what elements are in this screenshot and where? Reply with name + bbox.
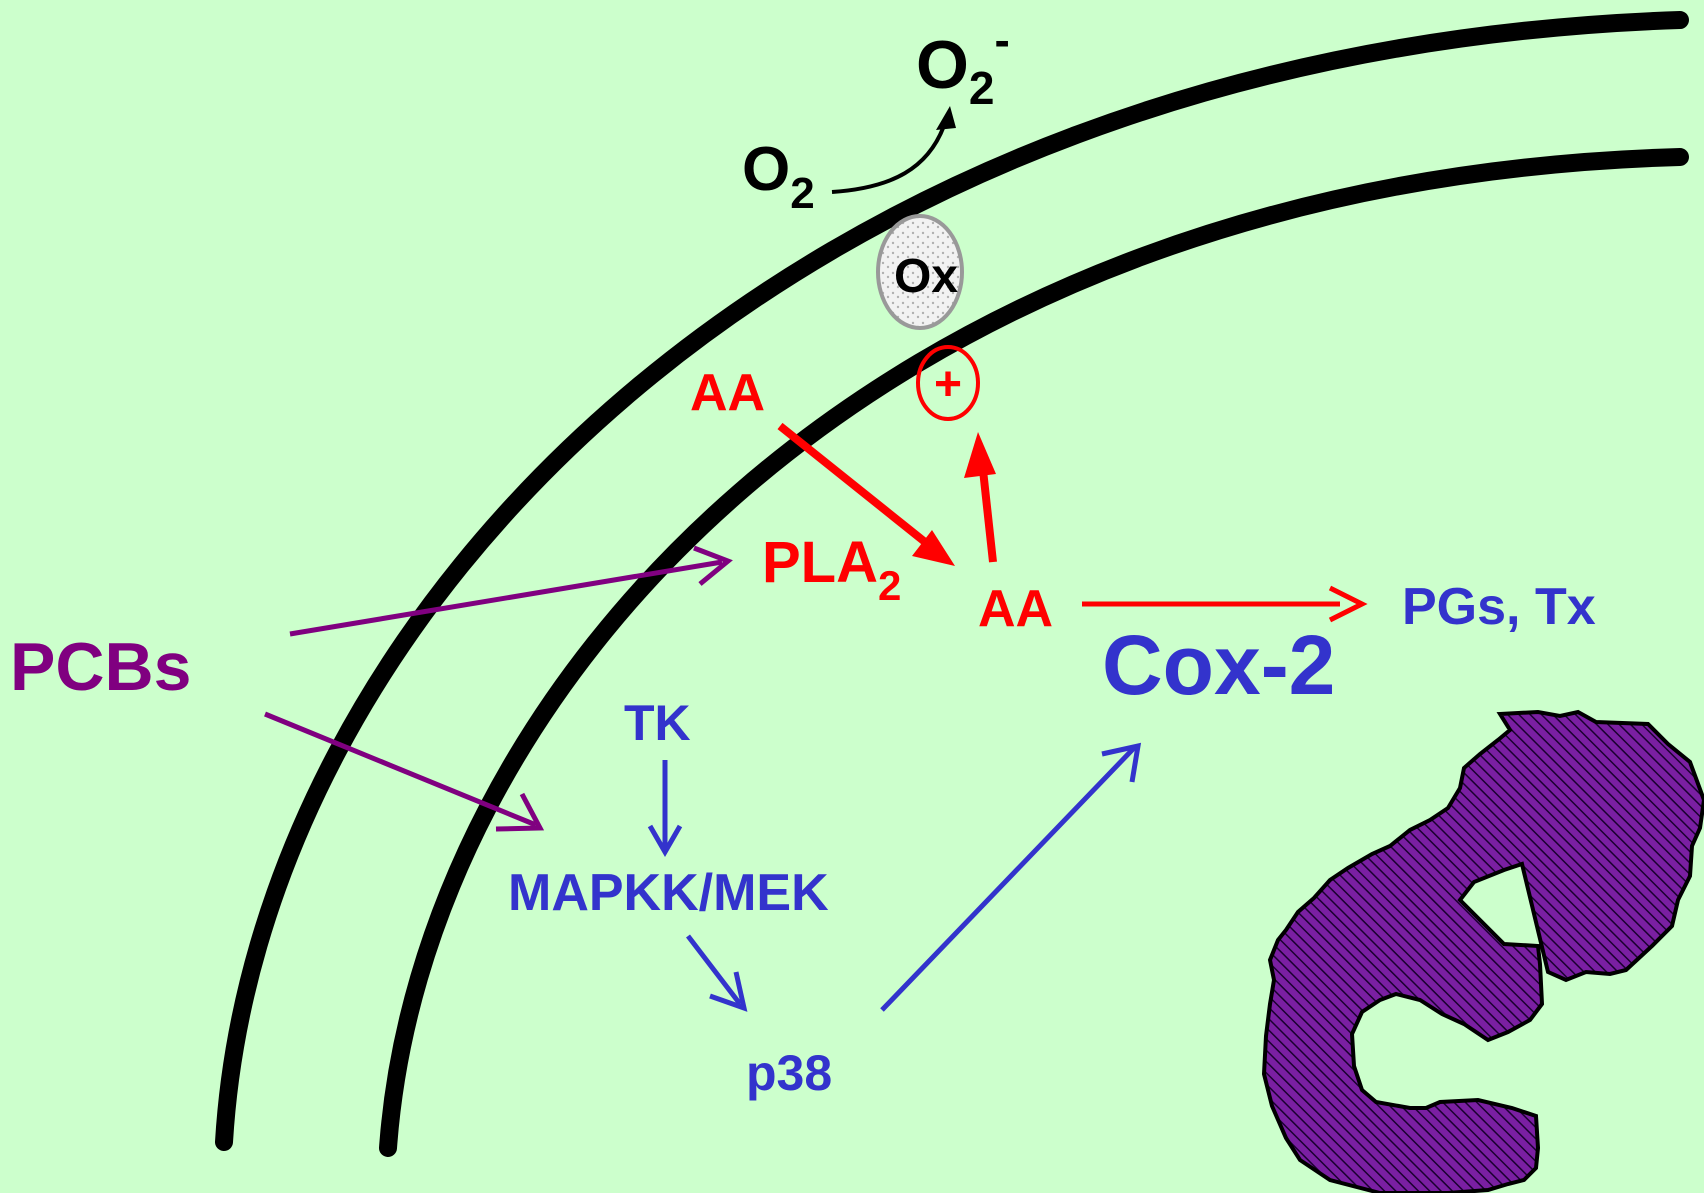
pla2-label: PLA2 — [762, 530, 901, 609]
aa-release-arrow — [777, 422, 933, 550]
o2-conversion-arrow — [831, 119, 948, 194]
activation-plus-circle — [916, 345, 980, 421]
mapkk-mek-label: MAPKK/MEK — [508, 864, 829, 922]
mapkk-to-p38-arrowhead — [709, 971, 748, 1012]
aa-cytosol-label: AA — [978, 580, 1053, 638]
p38-to-cox2-arrow — [880, 746, 1136, 1012]
cox2-label: Cox-2 — [1102, 618, 1335, 712]
aa-release-arrowhead — [912, 530, 955, 566]
aa-to-ox-arrow — [979, 469, 997, 563]
activation-plus-label: + — [934, 358, 962, 411]
aa-to-pgs-arrowhead — [1328, 585, 1368, 623]
tk-label: TK — [624, 695, 691, 751]
mapkk-to-p38-arrow — [686, 934, 742, 1006]
aa-membrane-label: AA — [690, 364, 765, 422]
inner-membrane — [379, 148, 1689, 1157]
o2-label: O2 — [742, 135, 815, 218]
superoxide-label: O2- — [916, 14, 1010, 114]
nucleus-shape — [1261, 709, 1704, 1193]
pgs-tx-label: PGs, Tx — [1402, 578, 1596, 636]
pcbs-to-mapkk-arrowhead — [495, 792, 545, 832]
o2-conversion-arrowhead — [936, 106, 956, 130]
pcbs-to-pla2-arrow — [289, 559, 723, 637]
outer-membrane — [215, 11, 1689, 1151]
p38-label: p38 — [746, 1045, 832, 1101]
tk-to-mapkk-arrowhead — [647, 824, 683, 858]
oxidase-ellipse — [876, 214, 964, 330]
p38-to-cox2-arrowhead — [1101, 742, 1142, 783]
pcbs-to-pla2-arrowhead — [693, 545, 733, 586]
pcbs-label: PCBs — [10, 629, 191, 705]
pcbs-to-mapkk-arrow — [264, 711, 537, 828]
oxidase-label: Ox — [894, 250, 958, 303]
aa-to-ox-arrowhead — [964, 432, 996, 478]
